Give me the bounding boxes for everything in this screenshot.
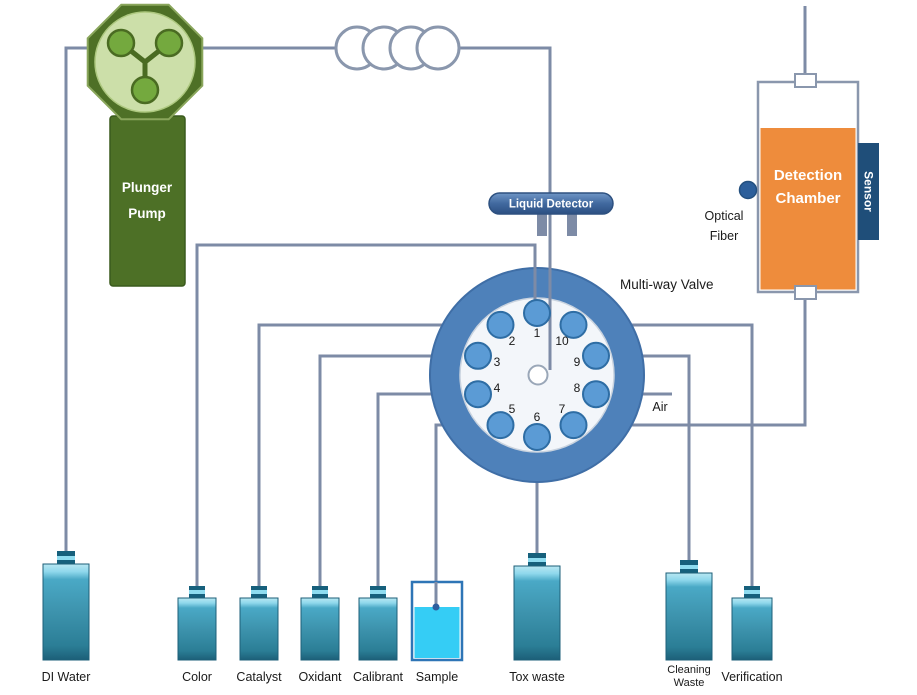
detection-chamber: Sensor Detection Chamber Optical Fiber [705, 73, 879, 300]
tube-port3-to-oxidant [318, 354, 478, 592]
bottle-label-cleaning-line2: Waste [674, 677, 705, 689]
bottle-color: Color [177, 586, 217, 684]
bottle-cap-stripe [528, 558, 546, 562]
valve-port-8 [582, 380, 610, 409]
detector-label: Liquid Detector [509, 199, 594, 211]
bottle-tox-waste: Tox waste [509, 553, 565, 684]
valve-port-5 [486, 411, 515, 440]
pump-roller [130, 75, 160, 105]
valve-port-label-9: 9 [574, 355, 581, 369]
pump-roller [154, 28, 184, 58]
valve-port-label-6: 6 [534, 410, 541, 424]
bottle-cap-stripe [251, 590, 267, 594]
chamber-top-port [794, 73, 817, 88]
bottle-cap-stripe [189, 590, 205, 594]
tube-port2-to-catalyst [257, 323, 500, 592]
chamber-bottom-port [794, 285, 817, 300]
valve-ports [464, 299, 610, 451]
valve-title: Multi-way Valve [620, 277, 714, 292]
bottle-label-color: Color [182, 670, 212, 684]
pump-roller [106, 28, 136, 58]
multiway-valve: 1 2 3 4 5 6 7 8 9 10 Multi-way Valve [195, 214, 714, 592]
pump-label-line1: Plunger [122, 180, 173, 195]
bottle-body [731, 597, 773, 661]
valve-port-9 [582, 341, 610, 370]
chamber-label-line1: Detection [774, 167, 842, 184]
bottle-label-calibrant: Calibrant [353, 670, 404, 684]
sensor-label: Sensor [862, 171, 876, 212]
bottle-cap-stripe [744, 590, 760, 594]
air-label: Air [652, 400, 667, 414]
detector-leg-left [537, 212, 547, 236]
bottle-sample: Sample [410, 580, 464, 684]
valve-center-port [527, 364, 549, 386]
coil-loop [415, 25, 461, 71]
bottle-cap-stripe [680, 565, 698, 569]
bottle-label-di-water: DI Water [42, 670, 91, 684]
bottle-verification: Verification [721, 586, 783, 684]
valve-port-label-1: 1 [534, 326, 541, 340]
sample-liquid [414, 607, 460, 658]
bottle-label-catalyst: Catalyst [236, 670, 282, 684]
bottle-body [358, 597, 398, 661]
valve-port-label-2: 2 [509, 334, 516, 348]
bottle-calibrant: Calibrant [353, 586, 404, 684]
valve-port-1 [523, 299, 551, 327]
optical-fiber-dot [738, 180, 758, 200]
bottles: DI Water Color Catalyst Oxidant [42, 551, 783, 689]
bottle-oxidant: Oxidant [298, 586, 342, 684]
bottle-cap-stripe [57, 556, 75, 560]
valve-port-label-3: 3 [494, 355, 501, 369]
liquid-detector: Liquid Detector [488, 192, 614, 236]
valve-port-label-5: 5 [509, 402, 516, 416]
pump-label-line2: Pump [128, 206, 166, 221]
bottle-label-sample: Sample [416, 670, 458, 684]
valve-port-2 [486, 310, 515, 339]
bottle-label-verification: Verification [721, 670, 782, 684]
bottle-di-water: DI Water [42, 551, 91, 684]
detector-leg-right [567, 212, 577, 236]
bottle-cap-stripe [370, 590, 386, 594]
tube-port1-to-color [195, 243, 537, 592]
valve-port-6 [523, 423, 551, 451]
optical-fiber-label-line1: Optical [705, 209, 744, 223]
bottle-cap-stripe [312, 590, 328, 594]
bottle-body [665, 572, 713, 661]
bottle-body [300, 597, 340, 661]
valve-port-4 [464, 380, 492, 409]
mixing-coil [334, 25, 461, 71]
valve-port-3 [464, 341, 492, 370]
bottle-body [513, 565, 561, 661]
chamber-cell-orange [760, 128, 856, 290]
optical-fiber-label-line2: Fiber [710, 229, 738, 243]
valve-port-numbers: 1 2 3 4 5 6 7 8 9 10 [494, 326, 581, 424]
bottle-label-tox-waste: Tox waste [509, 670, 565, 684]
tube-pump-to-di-water [64, 46, 92, 556]
pump-body [109, 115, 186, 287]
tube-pump-to-detector [198, 46, 552, 196]
tube-port7-to-chamber [573, 296, 807, 427]
bottle-cleaning-waste: Cleaning Waste [665, 560, 713, 689]
valve-port-label-10: 10 [555, 334, 569, 348]
bottle-body [239, 597, 279, 661]
bottle-label-cleaning-line1: Cleaning [667, 664, 710, 676]
bottle-label-oxidant: Oxidant [298, 670, 342, 684]
sample-tube-tip [432, 603, 440, 611]
valve-port-10 [559, 310, 588, 339]
sensor-bar [858, 143, 879, 240]
bottle-catalyst: Catalyst [236, 586, 282, 684]
valve-port-7 [559, 411, 588, 440]
chamber-label-line2: Chamber [775, 190, 840, 207]
detector-body [488, 192, 614, 215]
pump-rollers [106, 28, 184, 105]
bottle-body [42, 563, 90, 661]
valve-port-label-8: 8 [574, 381, 581, 395]
valve-port-label-4: 4 [494, 381, 501, 395]
plunger-pump: Plunger Pump [86, 3, 204, 287]
valve-port-label-7: 7 [559, 402, 566, 416]
bottle-body [177, 597, 217, 661]
